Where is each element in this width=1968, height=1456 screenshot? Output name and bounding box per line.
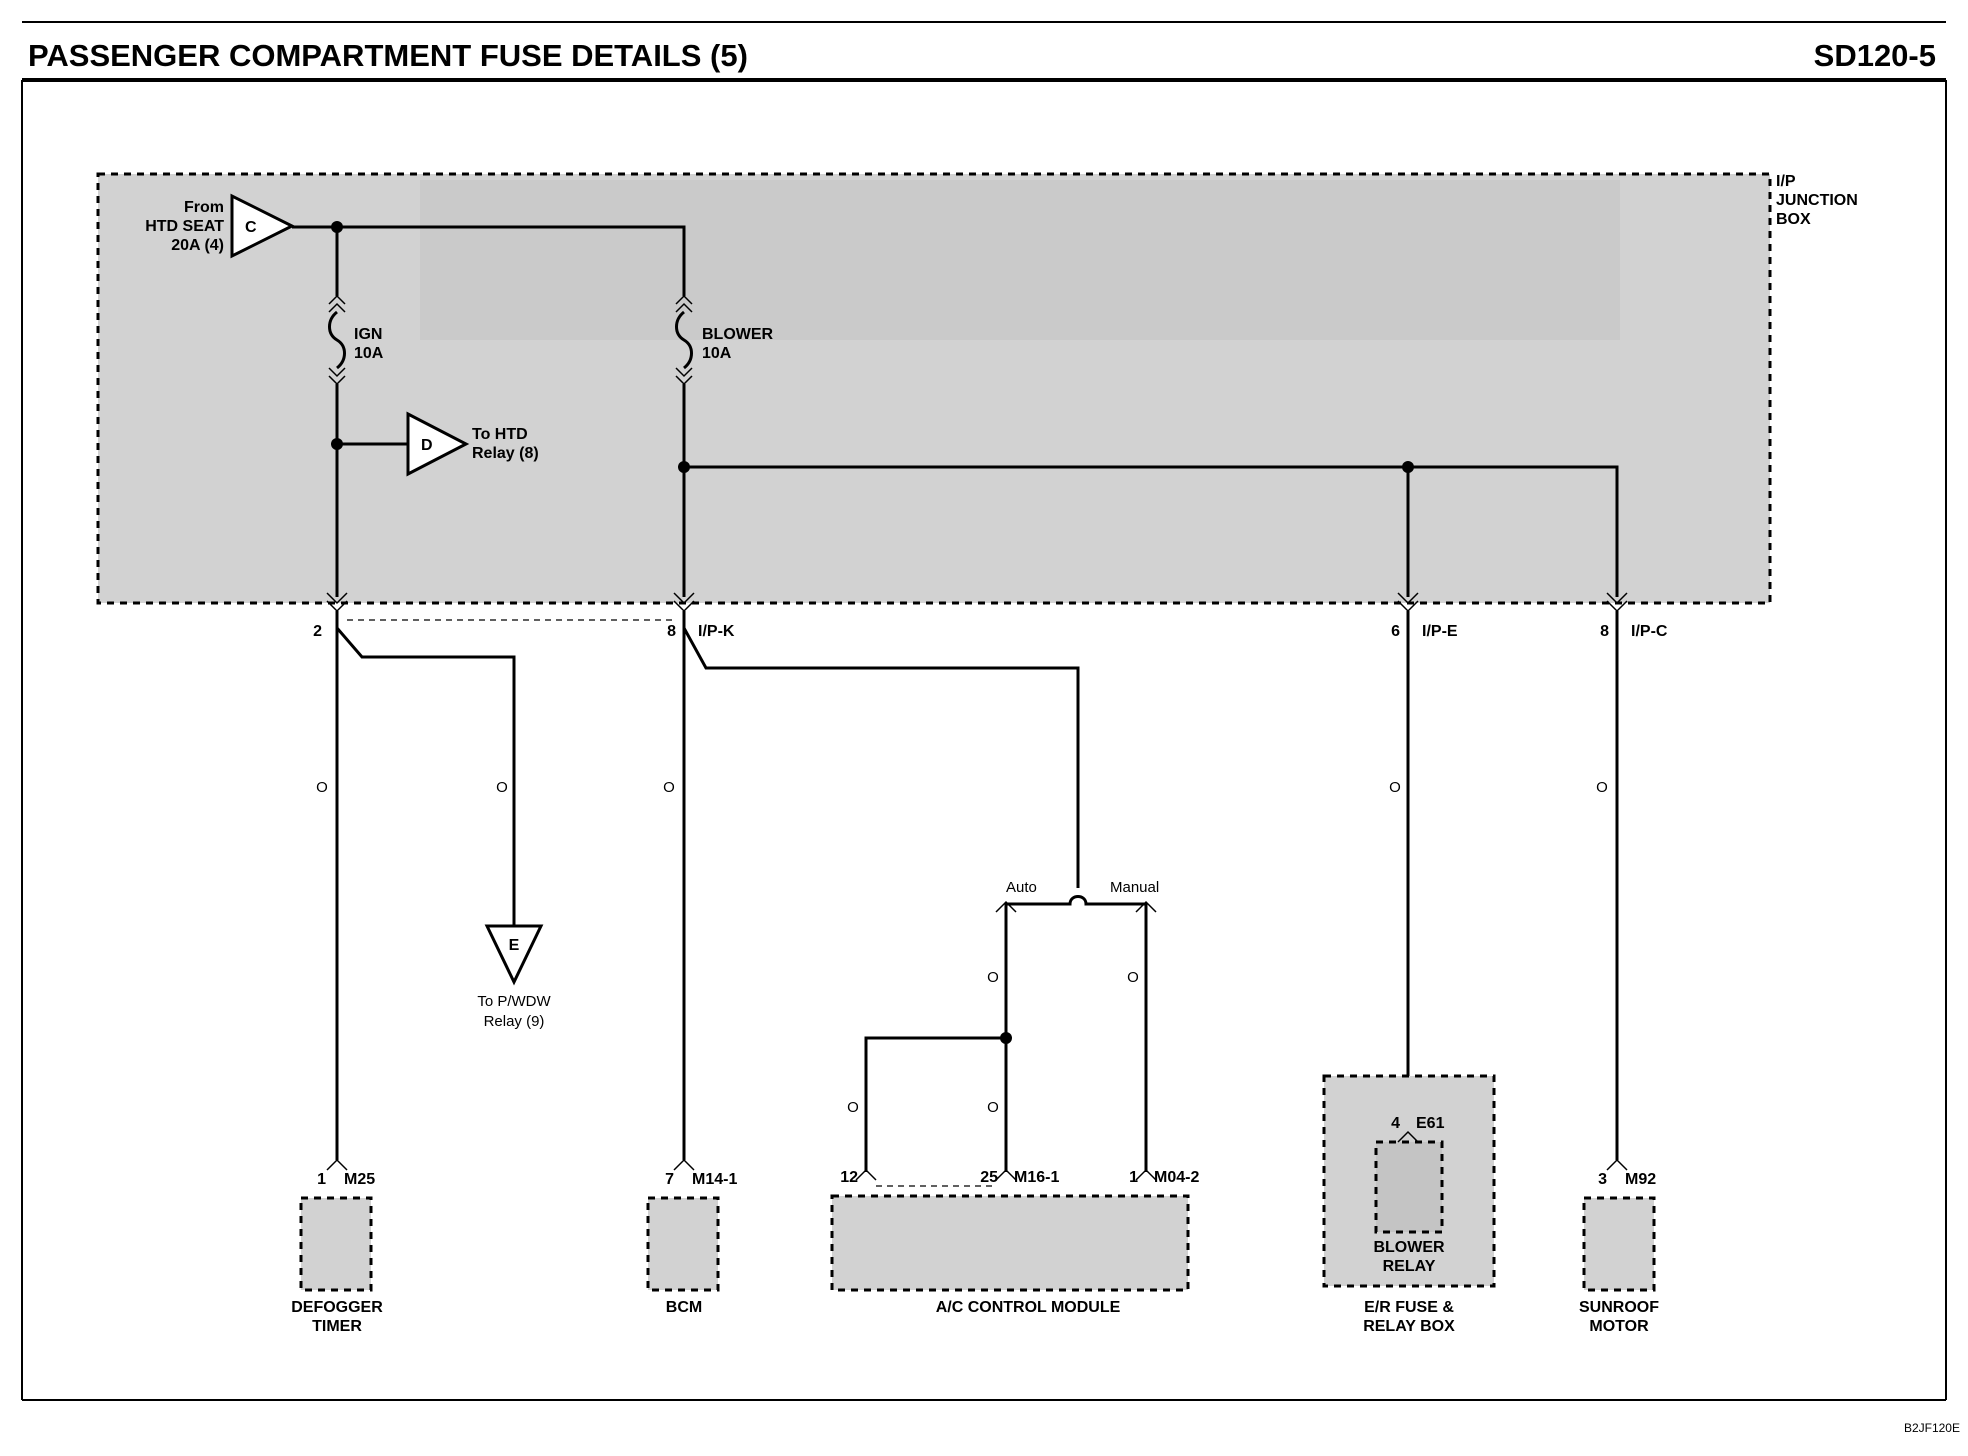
ac-branch-split <box>1004 895 1148 1172</box>
ac-feed-wire <box>682 627 1080 888</box>
connector-c-letter: C <box>245 219 257 236</box>
terminal-4-name: I/P-C <box>1631 623 1668 640</box>
blower-relay-box <box>1376 1142 1442 1232</box>
terminal-1-pin: 2 <box>313 623 322 640</box>
blower-fuse-icon <box>675 294 693 386</box>
er-box-label-1: E/R FUSE & <box>1364 1299 1454 1316</box>
source-label-3: 20A (4) <box>171 237 224 254</box>
bcm-outline <box>646 1196 720 1292</box>
blower-relay-pin: 4 <box>1391 1115 1400 1132</box>
svg-text:O: O <box>496 779 508 796</box>
pwdw-wire <box>335 627 516 926</box>
er-fuse-relay-outline <box>1322 1074 1496 1288</box>
ac-control-module-box <box>832 1196 1188 1290</box>
ac-pin25-tick <box>995 1168 1017 1181</box>
sunroof-connector: M92 <box>1625 1171 1656 1188</box>
defogger-connector: M25 <box>344 1171 375 1188</box>
svg-text:O: O <box>316 779 328 796</box>
ign-fuse-rating: 10A <box>354 345 384 362</box>
connector-e-label-1: To P/WDW <box>477 993 551 1010</box>
svg-text:O: O <box>987 1099 999 1116</box>
ac-connector-m16: M16-1 <box>1014 1169 1059 1186</box>
bcm-label: BCM <box>666 1299 702 1316</box>
terminal-3-name: I/P-E <box>1422 623 1458 640</box>
sunroof-pin: 3 <box>1598 1171 1607 1188</box>
defogger-timer-box <box>301 1198 371 1290</box>
blower-relay-outline <box>1374 1140 1444 1234</box>
ac-pin12-wire <box>864 1036 1006 1172</box>
junction-box-label-3: BOX <box>1776 211 1811 228</box>
bcm-connector: M14-1 <box>692 1171 737 1188</box>
source-label-1: From <box>184 199 224 216</box>
connector-c-icon <box>230 193 296 259</box>
terminal-4-pin: 8 <box>1600 623 1609 640</box>
ac-auto-tick <box>995 900 1017 913</box>
blower-fuse-rating: 10A <box>702 345 732 362</box>
terminal-2-name: I/P-K <box>698 623 735 640</box>
junction-box-label-1: I/P <box>1776 173 1796 190</box>
ac-pin-1: 1 <box>1129 1169 1138 1186</box>
connector-e-letter: E <box>509 937 520 954</box>
connector-d-label-1: To HTD <box>472 426 528 443</box>
ac-manual-label: Manual <box>1110 879 1159 896</box>
svg-text:O: O <box>1127 969 1139 986</box>
wire-color-labels: O O O O O O O O O <box>316 779 1608 1116</box>
svg-text:O: O <box>663 779 675 796</box>
ac-pin1-tick <box>1135 1168 1157 1181</box>
bcm-pin: 7 <box>665 1171 674 1188</box>
blower-relay-pin-tick <box>1397 1130 1419 1143</box>
connector-e-label-2: Relay (9) <box>484 1013 545 1030</box>
ac-module-label: A/C CONTROL MODULE <box>936 1299 1121 1316</box>
terminal-2-pin: 8 <box>667 623 676 640</box>
figure-code: B2JF120E <box>1904 1421 1960 1435</box>
sunroof-label-2: MOTOR <box>1589 1318 1649 1335</box>
ip-junction-box <box>96 172 1772 605</box>
ac-connector-m04: M04-2 <box>1154 1169 1199 1186</box>
blower-bus-wire <box>684 465 1619 597</box>
page-code: SD120-5 <box>1814 38 1936 73</box>
connector-d-icon <box>406 411 470 477</box>
junction-box-label-2: JUNCTION <box>1776 192 1858 209</box>
svg-text:O: O <box>1596 779 1608 796</box>
defogger-timer-outline <box>299 1196 373 1292</box>
sunroof-label-1: SUNROOF <box>1579 1299 1659 1316</box>
sunroof-motor-box <box>1584 1198 1654 1290</box>
ac-manual-tick <box>1135 900 1157 913</box>
sunroof-pin-tick <box>1606 1158 1628 1171</box>
ac-pin-12: 12 <box>840 1169 858 1186</box>
blower-relay-connector: E61 <box>1416 1115 1445 1132</box>
blower-relay-label-1: BLOWER <box>1373 1239 1445 1256</box>
ac-control-module-outline <box>830 1194 1190 1292</box>
svg-text:O: O <box>847 1099 859 1116</box>
ac-pin-25: 25 <box>980 1169 998 1186</box>
blower-relay-label-2: RELAY <box>1383 1258 1436 1275</box>
ign-fuse-name: IGN <box>354 326 382 343</box>
terminal-arrows <box>326 592 1628 613</box>
connector-d-label-2: Relay (8) <box>472 445 539 462</box>
svg-text:O: O <box>987 969 999 986</box>
defogger-pin-tick <box>326 1158 348 1171</box>
ac-auto-label: Auto <box>1006 879 1037 896</box>
blower-fuse-name: BLOWER <box>702 326 774 343</box>
svg-text:O: O <box>1389 779 1401 796</box>
defogger-label-2: TIMER <box>312 1318 362 1335</box>
page-title: PASSENGER COMPARTMENT FUSE DETAILS (5) <box>28 38 748 73</box>
connector-d-letter: D <box>421 437 433 454</box>
blower-splice-1 <box>678 461 690 473</box>
ac-pin12-tick <box>855 1168 877 1181</box>
bcm-box <box>648 1198 718 1290</box>
bcm-pin-tick <box>673 1158 695 1171</box>
source-label-2: HTD SEAT <box>145 218 224 235</box>
defogger-pin: 1 <box>317 1171 326 1188</box>
sunroof-motor-outline <box>1582 1196 1656 1292</box>
defogger-label-1: DEFOGGER <box>291 1299 383 1316</box>
er-box-label-2: RELAY BOX <box>1363 1318 1455 1335</box>
connector-e-icon <box>484 924 544 986</box>
terminal-3-pin: 6 <box>1391 623 1400 640</box>
top-bus-wire <box>292 225 686 296</box>
